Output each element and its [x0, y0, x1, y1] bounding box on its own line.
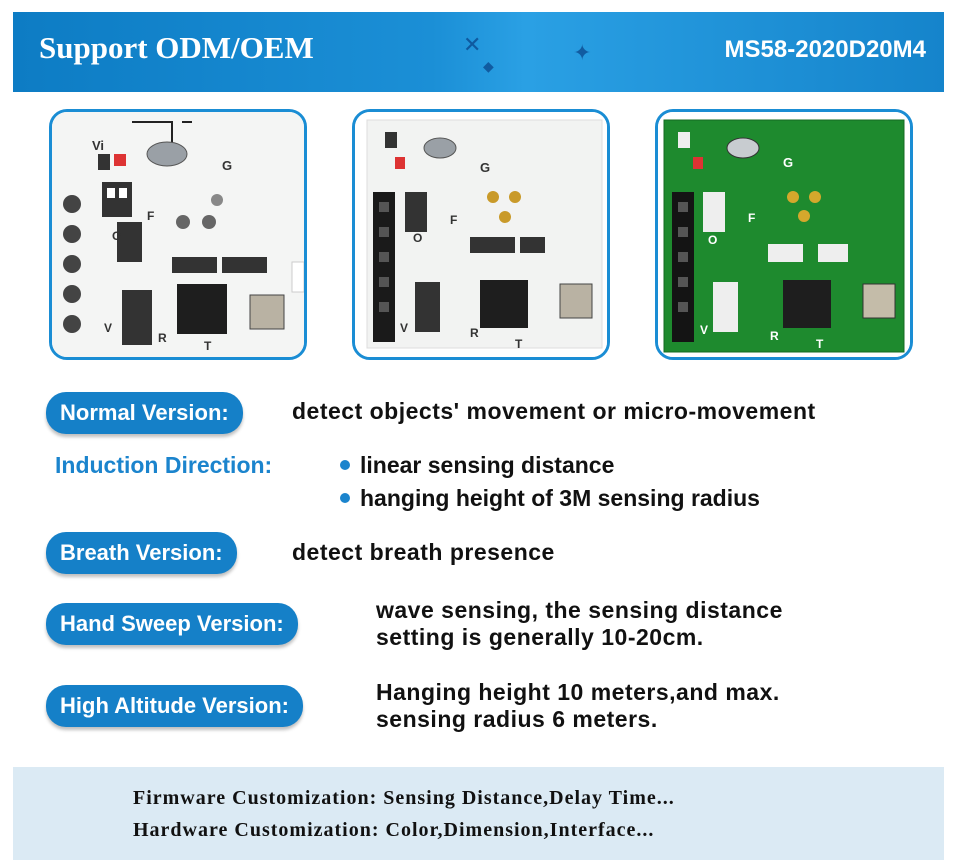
svg-text:F: F	[450, 213, 457, 227]
hand-sweep-version-desc: wave sensing, the sensing distance setti…	[376, 597, 783, 651]
breath-version-desc: detect breath presence	[292, 539, 555, 565]
normal-version-desc: detect objects' movement or micro-moveme…	[292, 398, 816, 424]
bullet-dot-icon	[340, 459, 350, 470]
svg-text:O: O	[112, 229, 121, 243]
customization-footer: Firmware Customization: Sensing Distance…	[13, 767, 944, 860]
induction-bullet: linear sensing distance	[340, 452, 614, 479]
desc-line: Hanging height 10 meters,and max.	[376, 679, 780, 705]
desc-line: sensing radius 6 meters.	[376, 706, 658, 732]
hardware-customization: Hardware Customization: Color,Dimension,…	[133, 819, 655, 841]
decor-mark: ◆	[483, 58, 494, 74]
svg-text:V: V	[104, 321, 112, 335]
svg-text:V: V	[400, 321, 408, 335]
normal-version-label: Normal Version:	[46, 392, 243, 434]
svg-text:Vi: Vi	[92, 138, 104, 153]
svg-text:O: O	[708, 233, 717, 247]
breath-version-label: Breath Version:	[46, 532, 237, 574]
svg-text:G: G	[783, 155, 793, 170]
svg-text:F: F	[147, 209, 154, 223]
decor-mark: ✦	[573, 40, 592, 65]
svg-text:T: T	[515, 337, 523, 351]
pcb-green-illustration: G F O V R T	[658, 112, 910, 357]
hand-sweep-version-label: Hand Sweep Version:	[46, 603, 298, 645]
svg-text:R: R	[770, 329, 779, 343]
svg-text:V: V	[700, 323, 708, 337]
induction-bullet-text: hanging height of 3M sensing radius	[360, 485, 760, 511]
product-photo-white-pins: G F O V R T	[352, 109, 610, 360]
svg-text:T: T	[816, 337, 824, 351]
svg-text:T: T	[204, 339, 212, 353]
svg-text:G: G	[480, 160, 490, 175]
decor-mark: ✕	[463, 32, 482, 57]
pcb-white-front-illustration: Vi G F O V R T	[52, 112, 304, 357]
svg-text:R: R	[470, 326, 479, 340]
induction-bullet: hanging height of 3M sensing radius	[340, 485, 760, 512]
product-photo-white-front: Vi G F O V R T	[49, 109, 307, 360]
desc-line: wave sensing, the sensing distance	[376, 597, 783, 623]
svg-text:F: F	[748, 211, 755, 225]
model-number: MS58-2020D20M4	[724, 36, 926, 63]
firmware-customization: Firmware Customization: Sensing Distance…	[133, 787, 675, 809]
bullet-dot-icon	[340, 492, 350, 503]
pcb-white-pins-illustration: G F O V R T	[355, 112, 607, 357]
product-photo-green: G F O V R T	[655, 109, 913, 360]
desc-line: setting is generally 10-20cm.	[376, 624, 704, 650]
header-banner: ✕ ✦ ◆ Support ODM/OEM MS58-2020D20M4	[13, 12, 944, 92]
high-altitude-version-desc: Hanging height 10 meters,and max. sensin…	[376, 679, 780, 733]
induction-direction-label: Induction Direction:	[55, 452, 273, 478]
high-altitude-version-label: High Altitude Version:	[46, 685, 303, 727]
svg-text:R: R	[158, 331, 167, 345]
svg-text:G: G	[222, 158, 232, 173]
induction-bullet-text: linear sensing distance	[360, 452, 615, 478]
svg-text:O: O	[413, 231, 422, 245]
header-title: Support ODM/OEM	[39, 30, 314, 65]
